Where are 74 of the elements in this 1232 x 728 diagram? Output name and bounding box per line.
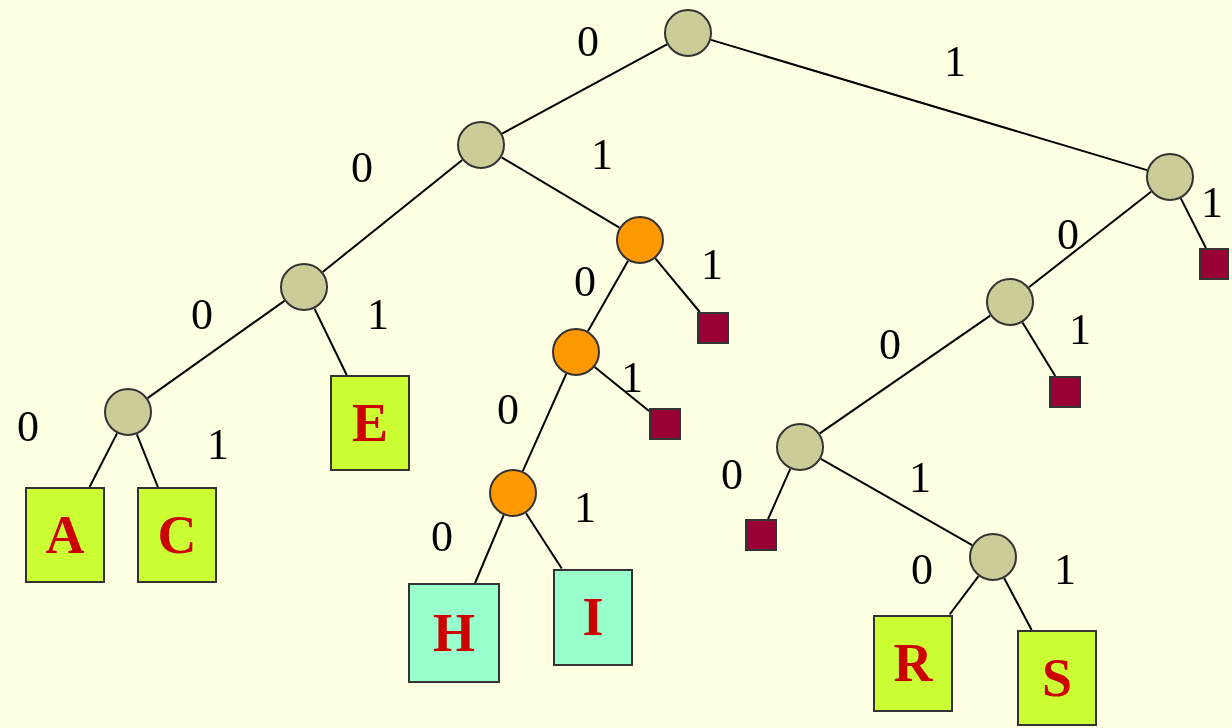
tree-branch: [818, 314, 992, 435]
tree-branch: [500, 156, 621, 229]
circle-node: [776, 423, 824, 471]
circle-node: [616, 216, 664, 264]
branch-bit-label: 1: [909, 456, 931, 500]
circle-node: [552, 328, 600, 376]
tree-branch: [767, 467, 792, 520]
branch-bit-label: 1: [621, 356, 643, 400]
branch-bit-label: 1: [701, 243, 723, 287]
tree-branch: [1027, 190, 1153, 289]
circle-node: [664, 9, 712, 57]
branch-bit-label: 0: [497, 388, 519, 432]
leaf-letter: I: [582, 590, 604, 644]
leaf-letter: C: [157, 508, 197, 562]
circle-node: [489, 469, 537, 517]
branch-bit-label: 0: [721, 453, 743, 497]
circle-node: [986, 278, 1034, 326]
tree-branch: [1003, 577, 1033, 631]
branch-bit-label: 1: [591, 133, 613, 177]
leaf-box: [408, 583, 500, 683]
branch-bit-label: 0: [191, 293, 213, 337]
tree-branch: [474, 514, 505, 584]
square-node: [697, 312, 729, 344]
tree-branch: [135, 433, 159, 488]
branch-bit-label: 1: [944, 40, 966, 84]
branch-bit-label: 0: [911, 548, 933, 592]
square-node: [1199, 248, 1229, 280]
leaf-letter: A: [45, 508, 85, 562]
leaf-box: [25, 487, 105, 583]
leaf-box: [330, 375, 410, 471]
tree-branch: [819, 457, 974, 547]
tree-branch: [501, 43, 668, 135]
branch-bit-label: 1: [367, 293, 389, 337]
branch-bit-label: 0: [574, 260, 596, 304]
tree-branch: [521, 372, 568, 473]
tree-branch: [593, 366, 650, 413]
branch-bit-label: 1: [574, 486, 596, 530]
tree-branch: [948, 575, 980, 616]
circle-node: [457, 121, 505, 169]
tree-branch: [654, 257, 701, 313]
tree-branch: [525, 512, 563, 570]
branch-bit-label: 0: [431, 515, 453, 559]
circle-node: [969, 533, 1017, 581]
circle-node: [280, 263, 328, 311]
branch-bit-label: 1: [1069, 308, 1091, 352]
leaf-box: [137, 487, 217, 583]
branch-bit-label: 1: [1201, 181, 1223, 225]
square-node: [649, 408, 681, 440]
leaf-letter: S: [1041, 651, 1072, 705]
leaf-letter: R: [893, 636, 933, 690]
branch-bit-label: 0: [577, 20, 599, 64]
tree-branch: [88, 432, 119, 488]
leaf-box: [1017, 630, 1097, 726]
tree-branch: [313, 307, 348, 376]
leaf-box: [873, 614, 953, 712]
tree-branch: [586, 259, 630, 333]
tree-branch: [1179, 197, 1207, 249]
tree-branch: [1021, 321, 1057, 377]
leaf-letter: H: [433, 606, 475, 660]
tree-branch: [321, 159, 464, 273]
branch-bit-label: 0: [879, 323, 901, 367]
branch-bit-label: 0: [1057, 213, 1079, 257]
branch-bit-label: 1: [1054, 548, 1076, 592]
square-node: [745, 519, 777, 551]
square-node: [1049, 376, 1081, 408]
leaf-letter: E: [352, 396, 388, 450]
tree-branch: [710, 38, 1148, 172]
circle-node: [104, 388, 152, 436]
branch-bit-label: 1: [207, 423, 229, 467]
branch-bit-label: 0: [351, 146, 373, 190]
circle-node: [1146, 153, 1194, 201]
branch-bit-label: 0: [17, 405, 39, 449]
leaf-box: [553, 568, 633, 666]
tree-branch: [146, 299, 286, 400]
